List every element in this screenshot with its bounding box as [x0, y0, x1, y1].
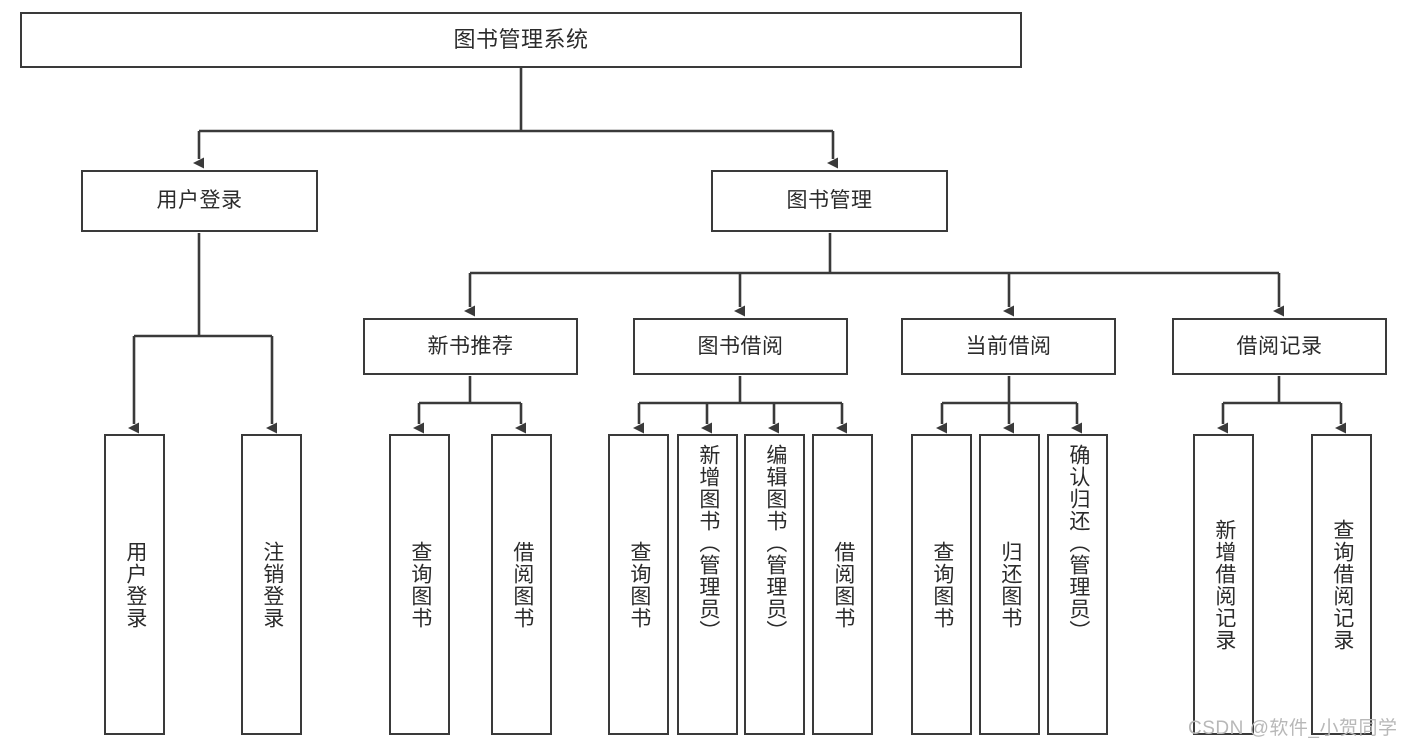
node-label: 图书借阅 [697, 334, 784, 358]
leaf-current-borrow-query-book[interactable]: 查询图书 [911, 434, 972, 735]
leaf-user-login-logout[interactable]: 注销登录 [241, 434, 302, 735]
node-label: 归还图书 [998, 540, 1022, 629]
leaf-book-borrow-edit-book-admin[interactable]: 编辑图书（管理员） [744, 434, 805, 735]
node-borrow-record[interactable]: 借阅记录 [1172, 318, 1387, 375]
leaf-book-borrow-borrow-book[interactable]: 借阅图书 [812, 434, 873, 735]
node-label: 用户登录 [123, 540, 147, 629]
node-label: 编辑图书（管理员） [763, 444, 787, 642]
node-label: 新增借阅记录 [1212, 518, 1236, 651]
node-label: 注销登录 [260, 540, 284, 629]
node-label: 借阅图书 [831, 540, 855, 629]
node-current-borrow[interactable]: 当前借阅 [901, 318, 1116, 375]
leaf-current-borrow-return-book[interactable]: 归还图书 [979, 434, 1040, 735]
node-label: 确认归还（管理员） [1066, 444, 1090, 642]
leaf-book-borrow-add-book-admin[interactable]: 新增图书（管理员） [677, 434, 738, 735]
leaf-borrow-record-query-record[interactable]: 查询借阅记录 [1311, 434, 1372, 735]
node-label: 新书推荐 [427, 334, 514, 358]
node-user-login[interactable]: 用户登录 [81, 170, 318, 232]
node-label: 当前借阅 [965, 334, 1052, 358]
leaf-user-login-login[interactable]: 用户登录 [104, 434, 165, 735]
node-label: 用户登录 [156, 189, 243, 213]
node-label: 图书管理 [786, 189, 873, 213]
node-new-book-recommend[interactable]: 新书推荐 [363, 318, 578, 375]
node-label: 查询图书 [930, 540, 954, 629]
leaf-book-borrow-query-book[interactable]: 查询图书 [608, 434, 669, 735]
node-label: 借阅记录 [1236, 334, 1323, 358]
node-root-book-management-system[interactable]: 图书管理系统 [20, 12, 1022, 68]
leaf-new-book-query-book[interactable]: 查询图书 [389, 434, 450, 735]
node-book-borrow[interactable]: 图书借阅 [633, 318, 848, 375]
leaf-new-book-borrow-book[interactable]: 借阅图书 [491, 434, 552, 735]
node-book-management[interactable]: 图书管理 [711, 170, 948, 232]
node-label: 图书管理系统 [453, 26, 589, 52]
node-label: 查询图书 [408, 540, 432, 629]
node-label: 查询图书 [627, 540, 651, 629]
node-label: 新增图书（管理员） [696, 444, 720, 642]
leaf-borrow-record-add-record[interactable]: 新增借阅记录 [1193, 434, 1254, 735]
leaf-current-borrow-confirm-return-admin[interactable]: 确认归还（管理员） [1047, 434, 1108, 735]
node-label: 借阅图书 [510, 540, 534, 629]
node-label: 查询借阅记录 [1330, 518, 1354, 651]
